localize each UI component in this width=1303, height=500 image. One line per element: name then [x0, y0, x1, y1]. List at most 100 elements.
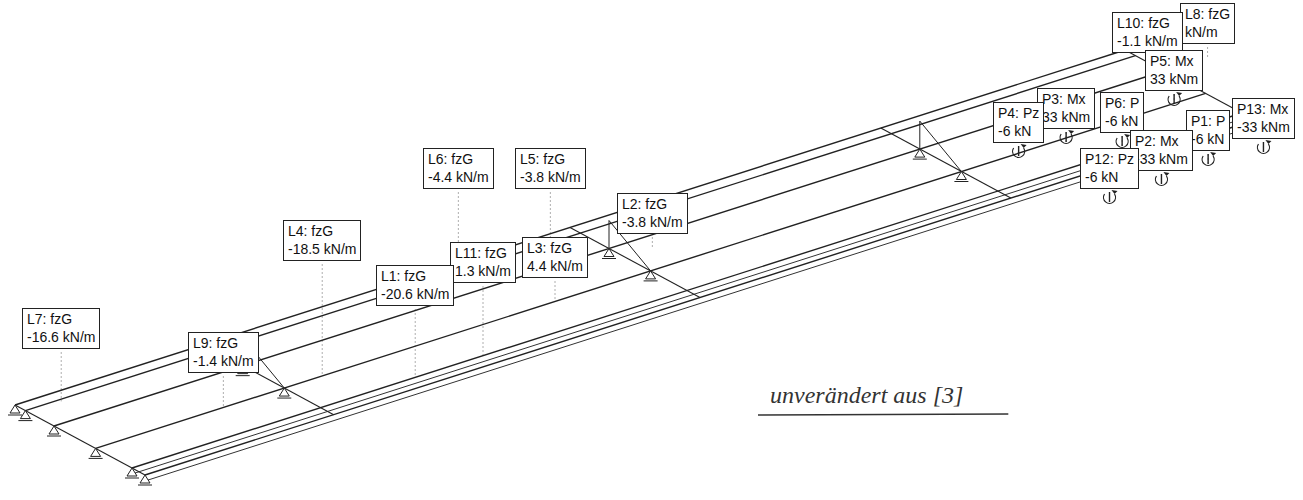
- load-label-box: L1: fzG-20.6 kN/m: [376, 265, 454, 306]
- leader-line: [555, 281, 556, 301]
- support-symbol: [18, 411, 32, 421]
- point-load-symbol: [1155, 172, 1169, 185]
- load-label-box: L10: fzG-1.1 kN/m: [1112, 12, 1183, 53]
- load-name: L10: fzG: [1117, 15, 1178, 33]
- load-value: -3.8 kN/m: [520, 169, 581, 187]
- support-symbol: [644, 271, 658, 281]
- load-value: 33 kNm: [1042, 109, 1090, 127]
- handwritten-note: unverändert aus [3]: [770, 382, 963, 409]
- load-label-box: L3: fzG4.4 kN/m: [522, 237, 588, 278]
- load-label-box: P13: Mx-33 kNm: [1232, 98, 1295, 139]
- girder-line: [15, 50, 1125, 405]
- point-load-symbol: [1257, 140, 1271, 153]
- girder-line: [96, 93, 1206, 448]
- load-value: -16.6 kN/m: [27, 329, 95, 347]
- load-value: -3.8 kN/m: [622, 214, 683, 232]
- girder-line: [54, 71, 1164, 426]
- point-load-symbol: [1168, 92, 1182, 105]
- note-underline: [758, 414, 1008, 415]
- load-value: -1.1 kN/m: [1117, 33, 1178, 51]
- support-symbol: [89, 448, 103, 458]
- girder-line: [132, 113, 1242, 468]
- post-line: [609, 221, 610, 249]
- load-label-box: P4: Pz-6 kN: [993, 102, 1044, 143]
- support-symbol: [602, 249, 616, 259]
- load-name: P13: Mx: [1237, 101, 1290, 119]
- leader-line: [1263, 142, 1264, 152]
- load-value: -4.4 kN/m: [428, 169, 489, 187]
- load-label-box: L9: fzG-1.4 kN/m: [188, 332, 259, 373]
- post-line: [920, 121, 962, 171]
- load-value: -20.6 kN/m: [381, 286, 449, 304]
- load-value: -33 kNm: [1237, 119, 1290, 137]
- load-name: P6: P: [1105, 95, 1139, 113]
- leader-line: [61, 352, 62, 401]
- load-name: L2: fzG: [622, 196, 683, 214]
- load-value: 4.4 kN/m: [527, 258, 583, 276]
- load-value: -33 kNm: [1135, 151, 1188, 169]
- load-name: L3: fzG: [527, 240, 583, 258]
- support-symbol: [125, 468, 139, 478]
- load-name: P1: P: [1191, 113, 1225, 131]
- load-label-box: L6: fzG-4.4 kN/m: [423, 148, 494, 189]
- load-value: 33 kNm: [1150, 71, 1198, 89]
- load-value: -6 kN: [1085, 169, 1134, 187]
- load-label-box: L7: fzG-16.6 kN/m: [22, 308, 100, 349]
- point-load-symbol: [1202, 152, 1216, 165]
- leader-line: [1122, 136, 1123, 146]
- support-symbol: [954, 172, 968, 182]
- leader-line: [1018, 146, 1019, 156]
- support-symbol: [138, 475, 152, 485]
- girder: [15, 50, 1255, 481]
- girder-line: [145, 120, 1255, 475]
- cross-frame: [15, 405, 145, 475]
- load-value: -18.5 kN/m: [288, 241, 356, 259]
- support-symbol: [47, 426, 61, 436]
- leader-line: [1174, 94, 1175, 104]
- leader-line: [322, 264, 323, 376]
- load-name: L8: fzG: [1185, 6, 1230, 24]
- leader-line: [223, 376, 224, 408]
- post-line: [919, 121, 920, 149]
- load-value: 1.3 kN/m: [455, 263, 511, 281]
- leader-line: [483, 286, 484, 356]
- load-name: L1: fzG: [381, 268, 449, 286]
- load-label-box: P6: P-6 kN: [1100, 92, 1144, 133]
- point-load-symbol: [1104, 190, 1118, 203]
- load-label-box: L4: fzG-18.5 kN/m: [283, 220, 361, 261]
- point-load-symbol: [1013, 144, 1027, 157]
- cross-frame: [881, 128, 1011, 198]
- girder-line: [25, 56, 1135, 411]
- support-symbol: [913, 149, 927, 159]
- load-name: P2: Mx: [1135, 133, 1188, 151]
- leader-line: [1066, 132, 1067, 142]
- load-value: -6 kN: [998, 123, 1039, 141]
- load-name: L6: fzG: [428, 151, 489, 169]
- girder-line: [132, 119, 1242, 474]
- load-value: -1.4 kN/m: [193, 353, 254, 371]
- load-name: P5: Mx: [1150, 53, 1198, 71]
- support-symbol: [8, 405, 22, 415]
- load-name: L7: fzG: [27, 311, 95, 329]
- load-label-box: L11: fzG1.3 kN/m: [450, 242, 516, 283]
- load-label-box: L2: fzG-3.8 kN/m: [617, 193, 688, 234]
- support-symbol: [277, 388, 291, 398]
- load-label-box: P3: Mx33 kNm: [1037, 88, 1095, 129]
- load-name: L9: fzG: [193, 335, 254, 353]
- load-label-box: P2: Mx-33 kNm: [1130, 130, 1193, 171]
- leader-line: [1109, 192, 1110, 202]
- load-value: kN/m: [1185, 24, 1230, 42]
- leader-line: [1161, 174, 1162, 184]
- leader-line: [415, 309, 416, 377]
- load-name: P12: Pz: [1085, 151, 1134, 169]
- load-name: L5: fzG: [520, 151, 581, 169]
- load-name: P4: Pz: [998, 105, 1039, 123]
- leader-line: [1207, 47, 1208, 57]
- girder-line: [145, 126, 1255, 481]
- load-label-box: L8: fzGkN/m: [1180, 3, 1235, 44]
- load-name: L4: fzG: [288, 223, 356, 241]
- load-label-box: L5: fzG-3.8 kN/m: [515, 148, 586, 189]
- point-load-symbol: [1116, 134, 1130, 147]
- leader-line: [1208, 154, 1209, 164]
